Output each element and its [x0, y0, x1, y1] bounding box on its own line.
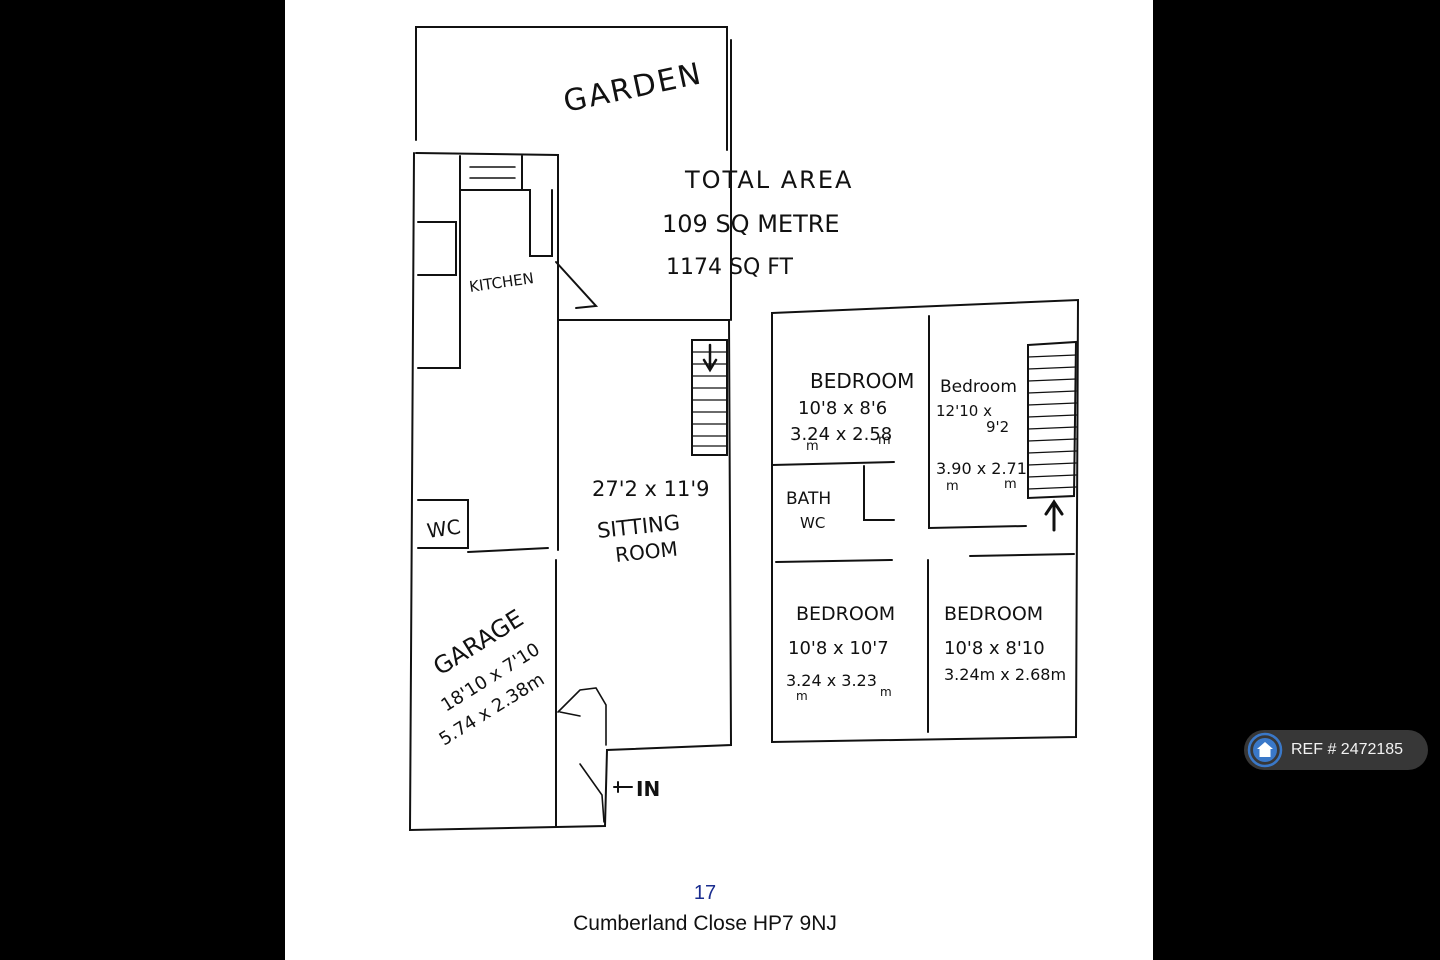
bedroom1-unit-1: m: [806, 439, 819, 454]
bedroom2-unit-2: m: [1004, 477, 1017, 492]
bedroom1-label: BEDROOM: [810, 369, 914, 393]
bedroom2-dims-imperial-2: 9'2: [986, 418, 1009, 436]
bath-label-2: WC: [800, 514, 825, 532]
total-area-imperial: 1174 SQ FT: [666, 255, 794, 280]
bedroom3-dims-imperial: 10'8 x 10'7: [788, 638, 889, 659]
bedroom2-dims-metric: 3.90 x 2.71: [936, 459, 1027, 478]
bedroom2-unit-1: m: [946, 479, 959, 494]
bedroom3-unit-1: m: [796, 689, 808, 703]
bedroom3-unit-2: m: [880, 685, 892, 699]
home-icon: [1247, 732, 1283, 768]
bedroom4-label: BEDROOM: [944, 603, 1043, 625]
bedroom1-unit-2: m: [878, 433, 891, 448]
ground-floor-outline: [408, 152, 733, 832]
bedroom4-dims-imperial: 10'8 x 8'10: [944, 638, 1045, 659]
total-area-label: TOTAL AREA: [684, 166, 853, 194]
bedroom1-dims-imperial: 10'8 x 8'6: [798, 398, 887, 419]
ref-badge[interactable]: REF # 2472185: [1244, 730, 1428, 770]
bedroom2-dims-imperial-1: 12'10 x: [936, 402, 992, 420]
caption-address: Cumberland Close HP7 9NJ: [573, 912, 837, 935]
garden-outline: [415, 26, 728, 151]
ref-text: REF # 2472185: [1291, 741, 1404, 758]
caption-number: 17: [693, 882, 717, 904]
garden-label: GARDEN: [560, 56, 705, 120]
bedroom1-dims-metric: 3.24 x 2.58: [790, 424, 892, 445]
bedroom4-dims-metric: 3.24m x 2.68m: [944, 665, 1066, 684]
total-area-metric: 109 SQ METRE: [662, 210, 840, 238]
bedroom3-dims-metric: 3.24 x 3.23: [786, 671, 877, 690]
stairs-ground: [691, 339, 728, 456]
sitting-room-dims: 27'2 x 11'9: [592, 477, 710, 501]
floor-plan-sheet: [285, 0, 1153, 960]
kitchen-label: KITCHEN: [468, 269, 535, 296]
bath-label-1: BATH: [786, 489, 831, 509]
entrance-label: IN: [636, 777, 660, 801]
stairs-first: [1027, 340, 1078, 500]
bedroom3-label: BEDROOM: [796, 603, 895, 625]
first-floor-outline: [771, 298, 1080, 744]
sitting-room-label-2: ROOM: [614, 537, 679, 567]
bedroom2-label: Bedroom: [940, 377, 1017, 397]
wc-label: WC: [425, 514, 462, 542]
